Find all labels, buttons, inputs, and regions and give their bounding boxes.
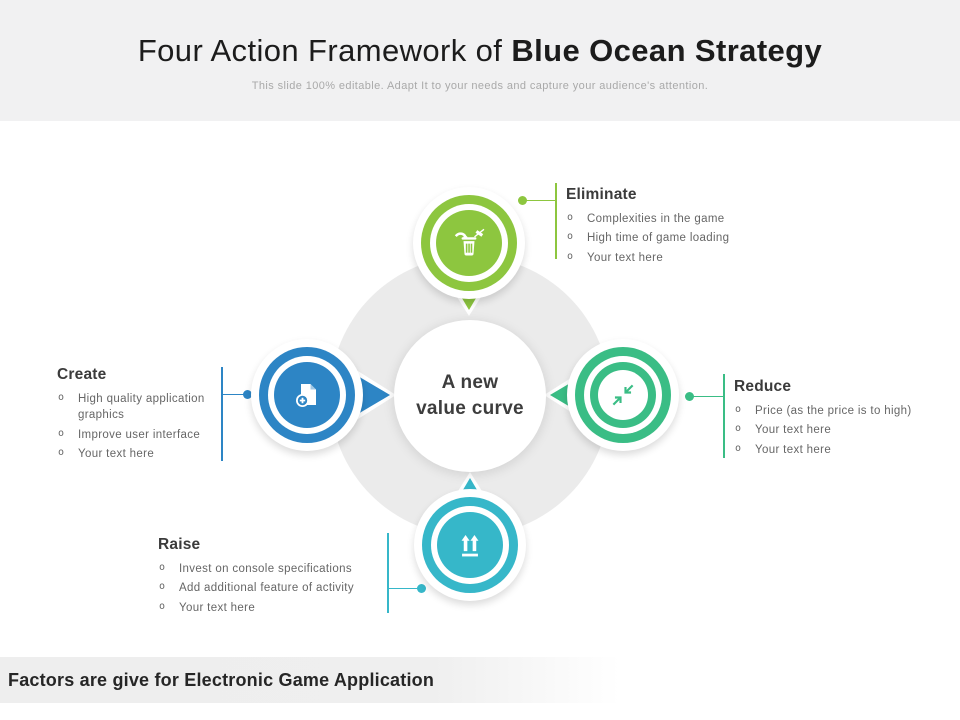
list-item: Your text here [566,250,796,266]
eliminate-connector-dot [518,195,527,205]
node-raise [414,489,526,601]
list-item: Price (as the price is to high) [734,403,939,419]
reduce-bullet-list: Price (as the price is to high) Your tex… [734,403,939,458]
raise-connector-hline [388,587,420,590]
list-item: Invest on console specifications [158,561,384,577]
create-connector-vline [221,367,223,461]
eliminate-bullet-list: Complexities in the game High time of ga… [566,211,796,266]
node-white-core [598,370,648,420]
eliminate-connector-hline [525,199,556,202]
create-connector-hline [222,393,246,396]
node-create [251,339,363,451]
node-eliminate [413,187,525,299]
page-title: Four Action Framework of Blue Ocean Stra… [0,33,960,69]
reduce-text-block: Reduce Price (as the price is to high) Y… [734,378,939,461]
raise-connector-vline [387,533,389,613]
create-text-block: Create High quality application graphics… [57,366,219,465]
reduce-heading: Reduce [734,378,792,395]
raise-connector-dot [417,583,426,593]
create-heading: Create [57,366,107,383]
list-item: Complexities in the game [566,211,796,227]
center-value-circle: A new value curve [394,320,546,472]
footer-band: Factors are give for Electronic Game App… [0,657,620,703]
raise-bullet-list: Invest on console specifications Add add… [158,561,384,616]
list-item: Improve user interface [57,427,219,443]
title-regular: Four Action Framework of [137,33,512,68]
add-document-icon [296,384,316,407]
list-item: Your text here [734,422,939,438]
reduce-connector-dot [685,391,694,401]
footer-text: Factors are give for Electronic Game App… [8,669,435,690]
center-text-line1: A new [441,372,499,393]
raise-text-block: Raise Invest on console specifications A… [158,536,384,619]
create-bullet-list: High quality application graphics Improv… [57,391,219,462]
list-item: High quality application graphics [57,391,219,424]
center-text-line2: value curve [416,398,524,419]
eliminate-connector-vline [555,183,557,259]
node-inner-disc [437,512,503,578]
raise-heading: Raise [158,536,201,553]
node-inner-disc [274,362,340,428]
header-band [0,0,960,121]
node-inner-disc [590,362,656,428]
create-connector-dot [243,389,252,399]
trash-delete-icon [454,228,485,256]
list-item: Your text here [57,446,219,462]
reduce-connector-hline [692,395,724,398]
list-item: Your text here [734,442,939,458]
compress-arrows-icon [612,384,634,406]
node-reduce [567,339,679,451]
up-arrows-icon [461,534,479,557]
list-item: High time of game loading [566,230,796,246]
eliminate-text-block: Eliminate Complexities in the game High … [566,186,796,269]
title-bold: Blue Ocean Strategy [511,33,823,68]
eliminate-heading: Eliminate [566,186,637,203]
list-item: Your text here [158,600,384,616]
reduce-connector-vline [723,374,725,458]
node-inner-disc [436,210,502,276]
slide-subtitle: This slide 100% editable. Adapt It to yo… [251,80,709,92]
list-item: Add additional feature of activity [158,580,384,596]
